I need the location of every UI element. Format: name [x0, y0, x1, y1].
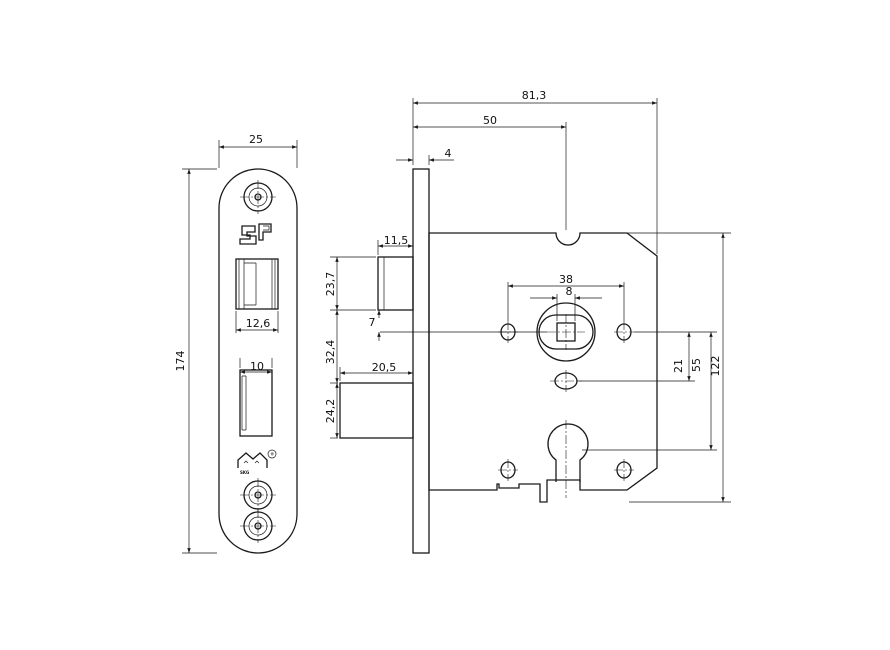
dim-latch-height: 23,7 — [324, 272, 337, 297]
dim-bolt-window-width: 10 — [250, 360, 264, 373]
dim-follower-square: 8 — [566, 285, 573, 298]
dim-case-height: 122 — [709, 356, 722, 377]
latch-bolt — [377, 256, 414, 311]
latch-window — [235, 258, 279, 310]
faceplate-screw-bottom — [240, 509, 276, 543]
faceplate-dimensions: 25 174 12,6 10 — [174, 133, 298, 554]
screw-hole-bottom-left — [498, 459, 518, 481]
dim-latch-to-bolt: 32,4 — [324, 340, 337, 365]
dim-backset: 50 — [483, 114, 497, 127]
faceplate-outline — [218, 168, 298, 554]
dim-follower-to-cylinder: 55 — [690, 358, 703, 372]
dim-latch-window-width: 12,6 — [246, 317, 271, 330]
bolt-window — [239, 369, 273, 437]
dim-screw-spacing: 38 — [559, 273, 573, 286]
forend-plate — [412, 168, 430, 554]
screw-hole-right — [614, 321, 634, 343]
dim-overall-depth: 81,3 — [522, 89, 547, 102]
cylinder-hole — [547, 420, 589, 498]
skg-house-icon: SKG ® — [237, 449, 277, 475]
dim-follower-to-hole: 21 — [672, 359, 685, 373]
lock-case — [339, 168, 658, 554]
dead-bolt — [339, 382, 414, 439]
dim-faceplate-width: 25 — [249, 133, 263, 146]
dim-latch-offset: 7 — [369, 316, 376, 329]
case-body — [428, 232, 658, 503]
skg-logo-text: SKG — [240, 470, 249, 475]
registered-mark: ® — [270, 452, 274, 457]
faceplate: SKG ® — [218, 168, 298, 554]
case-dimensions: 81,3 50 4 11,5 23,7 7 32,4 20,5 — [324, 89, 731, 503]
dim-bolt-projection: 20,5 — [372, 361, 397, 374]
faceplate-screw-middle — [240, 478, 276, 512]
dim-forend-thickness: 4 — [445, 147, 452, 160]
dim-latch-projection: 11,5 — [384, 234, 409, 247]
dim-bolt-height: 24,2 — [324, 399, 337, 424]
dim-faceplate-height: 174 — [174, 351, 187, 372]
middle-hole — [550, 370, 582, 392]
bs-kitemark-icon — [239, 223, 272, 245]
screw-hole-bottom-right — [614, 459, 634, 481]
faceplate-screw-top — [240, 180, 276, 214]
